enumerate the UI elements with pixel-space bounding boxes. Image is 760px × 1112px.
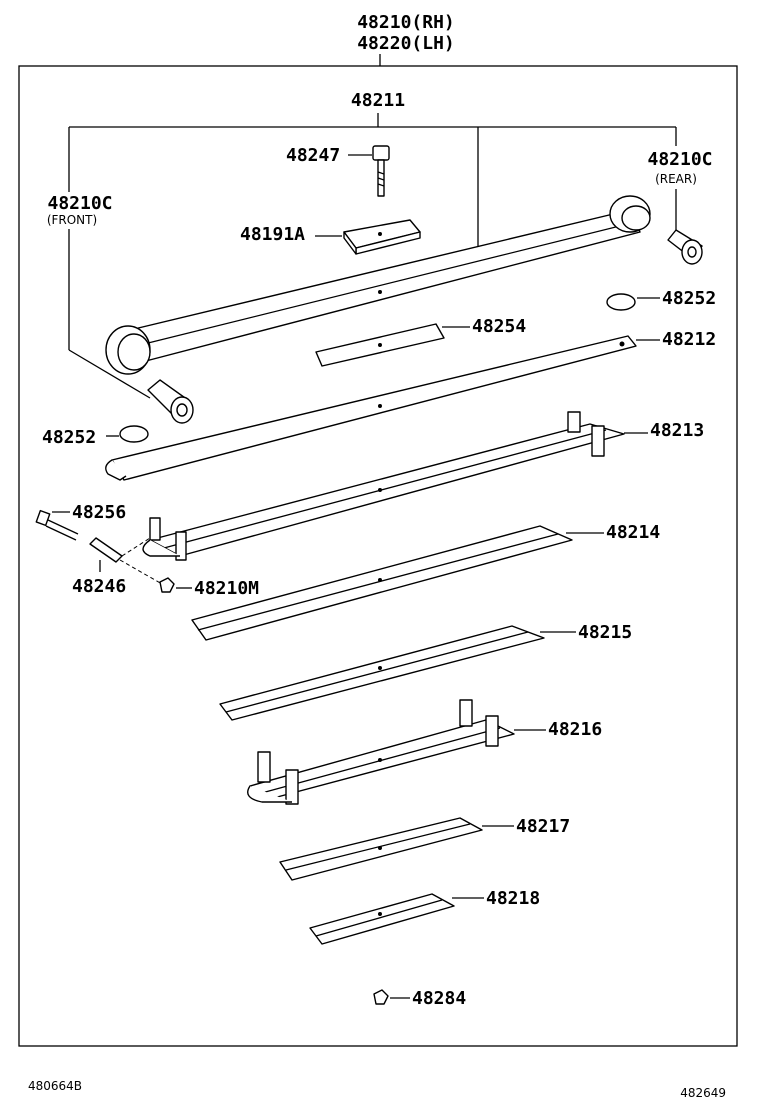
label-48252-left: 48252 (42, 427, 96, 448)
label-48214: 48214 (606, 522, 660, 543)
footer-code-right: 482649 (680, 1086, 726, 1100)
assembly-label-lh: 48220(LH) (357, 33, 455, 54)
leaf-48217 (279, 817, 483, 881)
label-48216: 48216 (548, 719, 602, 740)
assembly-label-rh: 48210(RH) (357, 12, 455, 33)
nut-48284 (373, 989, 389, 1005)
leaf-48213 (142, 411, 625, 561)
plate-48254-hole (378, 343, 382, 347)
label-48210m: 48210M (194, 578, 259, 599)
label-48284: 48284 (412, 988, 466, 1009)
label-48213: 48213 (650, 420, 704, 441)
label-48215: 48215 (578, 622, 632, 643)
label-48210c-rear: 48210C (647, 149, 712, 170)
note-rear: (REAR) (655, 172, 697, 186)
label-48246: 48246 (72, 576, 126, 597)
leaf-48214 (191, 525, 573, 641)
leaf-48218 (309, 893, 455, 945)
label-48256: 48256 (72, 502, 126, 523)
pad-48252-right (606, 293, 636, 311)
center-bolt (372, 145, 390, 197)
leaf-48212 (105, 335, 637, 481)
spring-clip-48191a (343, 219, 421, 255)
pad-48252-left (119, 425, 149, 443)
label-48252-right: 48252 (662, 288, 716, 309)
spacer-48246 (89, 537, 151, 563)
label-48218: 48218 (486, 888, 540, 909)
footer-code-left: 480664B (28, 1079, 82, 1093)
bolt-48256 (35, 509, 79, 541)
leaf-48215 (219, 625, 545, 721)
label-48191a: 48191A (240, 224, 305, 245)
leader-48211 (69, 113, 677, 256)
bushing-front (147, 379, 194, 424)
leaf-48216 (247, 699, 515, 805)
leader-48210c-front (68, 127, 151, 399)
label-48212: 48212 (662, 329, 716, 350)
diagram-frame (18, 65, 738, 1047)
note-front: (FRONT) (47, 213, 97, 227)
label-48217: 48217 (516, 816, 570, 837)
label-48210c-front: 48210C (47, 193, 112, 214)
main-leaf-48211 (105, 195, 651, 375)
label-48211: 48211 (351, 90, 405, 111)
label-48254: 48254 (472, 316, 526, 337)
nut-48210m (119, 559, 175, 593)
label-48247: 48247 (286, 145, 340, 166)
bushing-rear (667, 229, 703, 265)
